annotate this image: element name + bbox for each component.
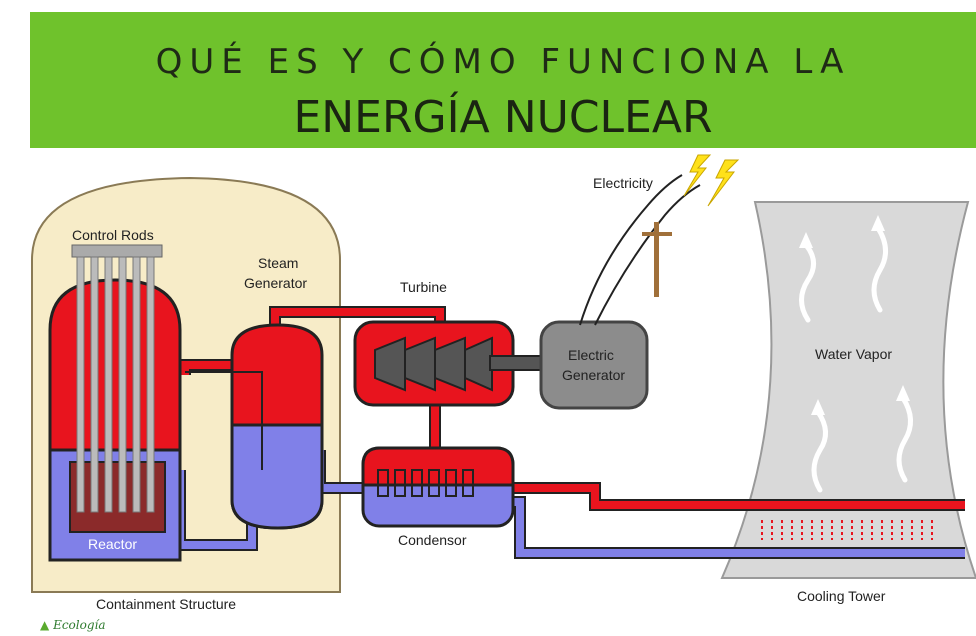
- title-banner: QUÉ ES Y CÓMO FUNCIONA LA ENERGÍA NUCLEA…: [30, 12, 976, 148]
- title-line-1: QUÉ ES Y CÓMO FUNCIONA LA: [155, 42, 851, 82]
- label-reactor: Reactor: [88, 536, 137, 552]
- utility-pole: [642, 222, 672, 297]
- steam-generator: [230, 323, 324, 530]
- control-rods: [71, 244, 163, 513]
- vapor-arrowheads: [799, 215, 910, 415]
- label-water-vapor: Water Vapor: [815, 346, 892, 362]
- label-containment-structure: Containment Structure: [96, 596, 236, 612]
- reactor-vessel: [48, 278, 182, 562]
- label-control-rods: Control Rods: [72, 227, 154, 243]
- label-cooling-tower: Cooling Tower: [797, 588, 886, 604]
- vapor-arrows: [799, 225, 913, 493]
- label-turbine: Turbine: [400, 279, 447, 295]
- label-condensor: Condensor: [398, 532, 467, 548]
- label-electricity: Electricity: [593, 175, 653, 191]
- lightning-icon: [683, 154, 740, 207]
- power-lines: [579, 174, 701, 326]
- title-line-2: ENERGÍA NUCLEAR: [293, 92, 713, 143]
- brand-logo: ▲ Ecología: [40, 618, 106, 632]
- label-electric-generator-2: Generator: [562, 367, 625, 383]
- cooling-tower: [720, 201, 976, 579]
- label-steam-generator-2: Generator: [244, 275, 307, 291]
- label-steam-generator-1: Steam: [258, 255, 298, 271]
- brand-text: Ecología: [53, 618, 106, 632]
- electric-generator: [539, 320, 649, 410]
- leaf-icon: ▲: [40, 618, 50, 632]
- turbine: [353, 320, 543, 407]
- label-electric-generator-1: Electric: [568, 347, 614, 363]
- condensor: [361, 446, 515, 528]
